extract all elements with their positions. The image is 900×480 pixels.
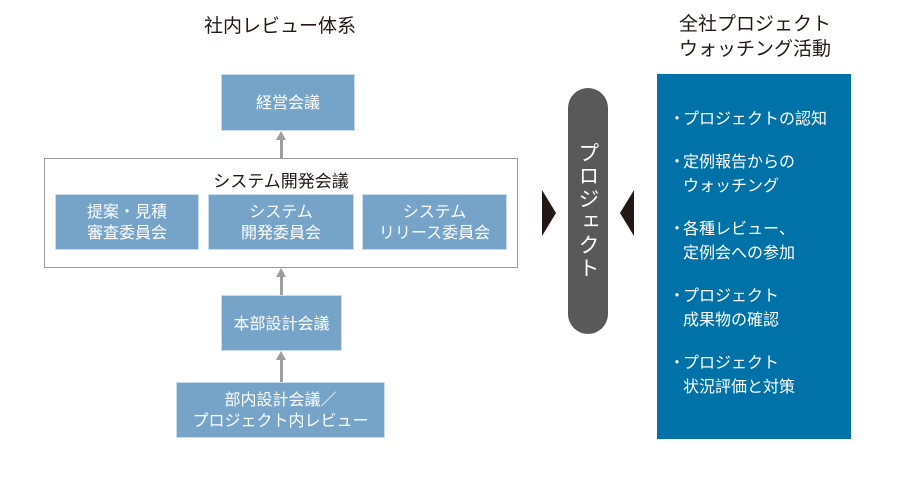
department-review-box: 部内設計会議／ プロジェクト内レビュー (176, 382, 385, 438)
arrow-shaft-to-management (280, 138, 283, 158)
management-meeting-label: 経営会議 (255, 93, 320, 112)
list-item: ・ 各種レビュー、 定例会への参加 (669, 217, 851, 265)
triangle-right-icon (542, 190, 556, 236)
list-item-line1: プロジェクトの認知 (683, 109, 828, 128)
division-design-meeting-box: 本部設計会議 (221, 295, 342, 351)
arrowhead-up-icon (276, 131, 286, 140)
committee-label-line2: 審査委員会 (86, 223, 167, 242)
list-item-line1: プロジェクト (683, 286, 780, 305)
arrowhead-up-icon (276, 268, 286, 277)
committee-box-proposal: 提案・見積 審査委員会 (55, 194, 199, 250)
list-item: ・ 定例報告からの ウォッチング (669, 150, 851, 198)
system-development-meeting-title: システム開発会議 (213, 172, 349, 192)
bullet-icon: ・ (669, 219, 686, 238)
watching-activities-panel: ・ プロジェクトの認知 ・ 定例報告からの ウォッチング ・ 各種レビュー、 定… (657, 74, 851, 439)
company-watching-title-line2: ウォッチング活動 (678, 38, 831, 60)
bullet-icon: ・ (669, 152, 686, 171)
list-item-line1: 各種レビュー、 (683, 219, 795, 238)
list-item-line2: ウォッチング (683, 176, 780, 195)
project-pill: プロジェクト (568, 88, 608, 334)
triangle-left-icon (620, 190, 634, 236)
company-watching-title: 全社プロジェクト ウォッチング活動 (640, 12, 870, 62)
list-item: ・ プロジェクト 成果物の確認 (669, 284, 851, 332)
watching-activities-list: ・ プロジェクトの認知 ・ 定例報告からの ウォッチング ・ 各種レビュー、 定… (669, 107, 851, 399)
list-item: ・ プロジェクト 状況評価と対策 (669, 351, 851, 399)
department-review-line1: 部内設計会議／ (224, 390, 337, 409)
list-item-line1: プロジェクト (683, 353, 780, 372)
committee-label-line1: システム (249, 202, 313, 221)
internal-review-title: 社内レビュー体系 (203, 15, 356, 37)
bullet-icon: ・ (669, 286, 686, 305)
project-label: プロジェクト (576, 142, 600, 280)
committee-box-development: システム 開発委員会 (208, 194, 354, 250)
committee-label-line2: 開発委員会 (240, 223, 321, 242)
committee-label-line1: 提案・見積 (86, 202, 167, 221)
company-watching-title-line1: 全社プロジェクト (678, 13, 831, 35)
bullet-icon: ・ (669, 353, 686, 372)
committee-label-line1: システム (402, 202, 467, 221)
bullet-icon: ・ (669, 109, 686, 128)
committee-label-line2: リリース委員会 (378, 223, 491, 242)
arrow-shaft-to-system-meeting (280, 275, 283, 295)
arrowhead-up-icon (276, 351, 286, 360)
list-item-line2: 成果物の確認 (683, 310, 780, 329)
list-item-line2: 状況評価と対策 (683, 377, 796, 396)
list-item-line1: 定例報告からの (683, 152, 796, 171)
management-meeting-box: 経営会議 (221, 74, 355, 131)
division-design-meeting-label: 本部設計会議 (233, 313, 330, 333)
list-item: ・ プロジェクトの認知 (669, 107, 851, 131)
arrow-shaft-to-division (280, 358, 283, 382)
list-item-line2: 定例会への参加 (683, 243, 796, 262)
department-review-line2: プロジェクト内レビュー (192, 411, 369, 430)
committee-box-release: システム リリース委員会 (362, 194, 507, 250)
